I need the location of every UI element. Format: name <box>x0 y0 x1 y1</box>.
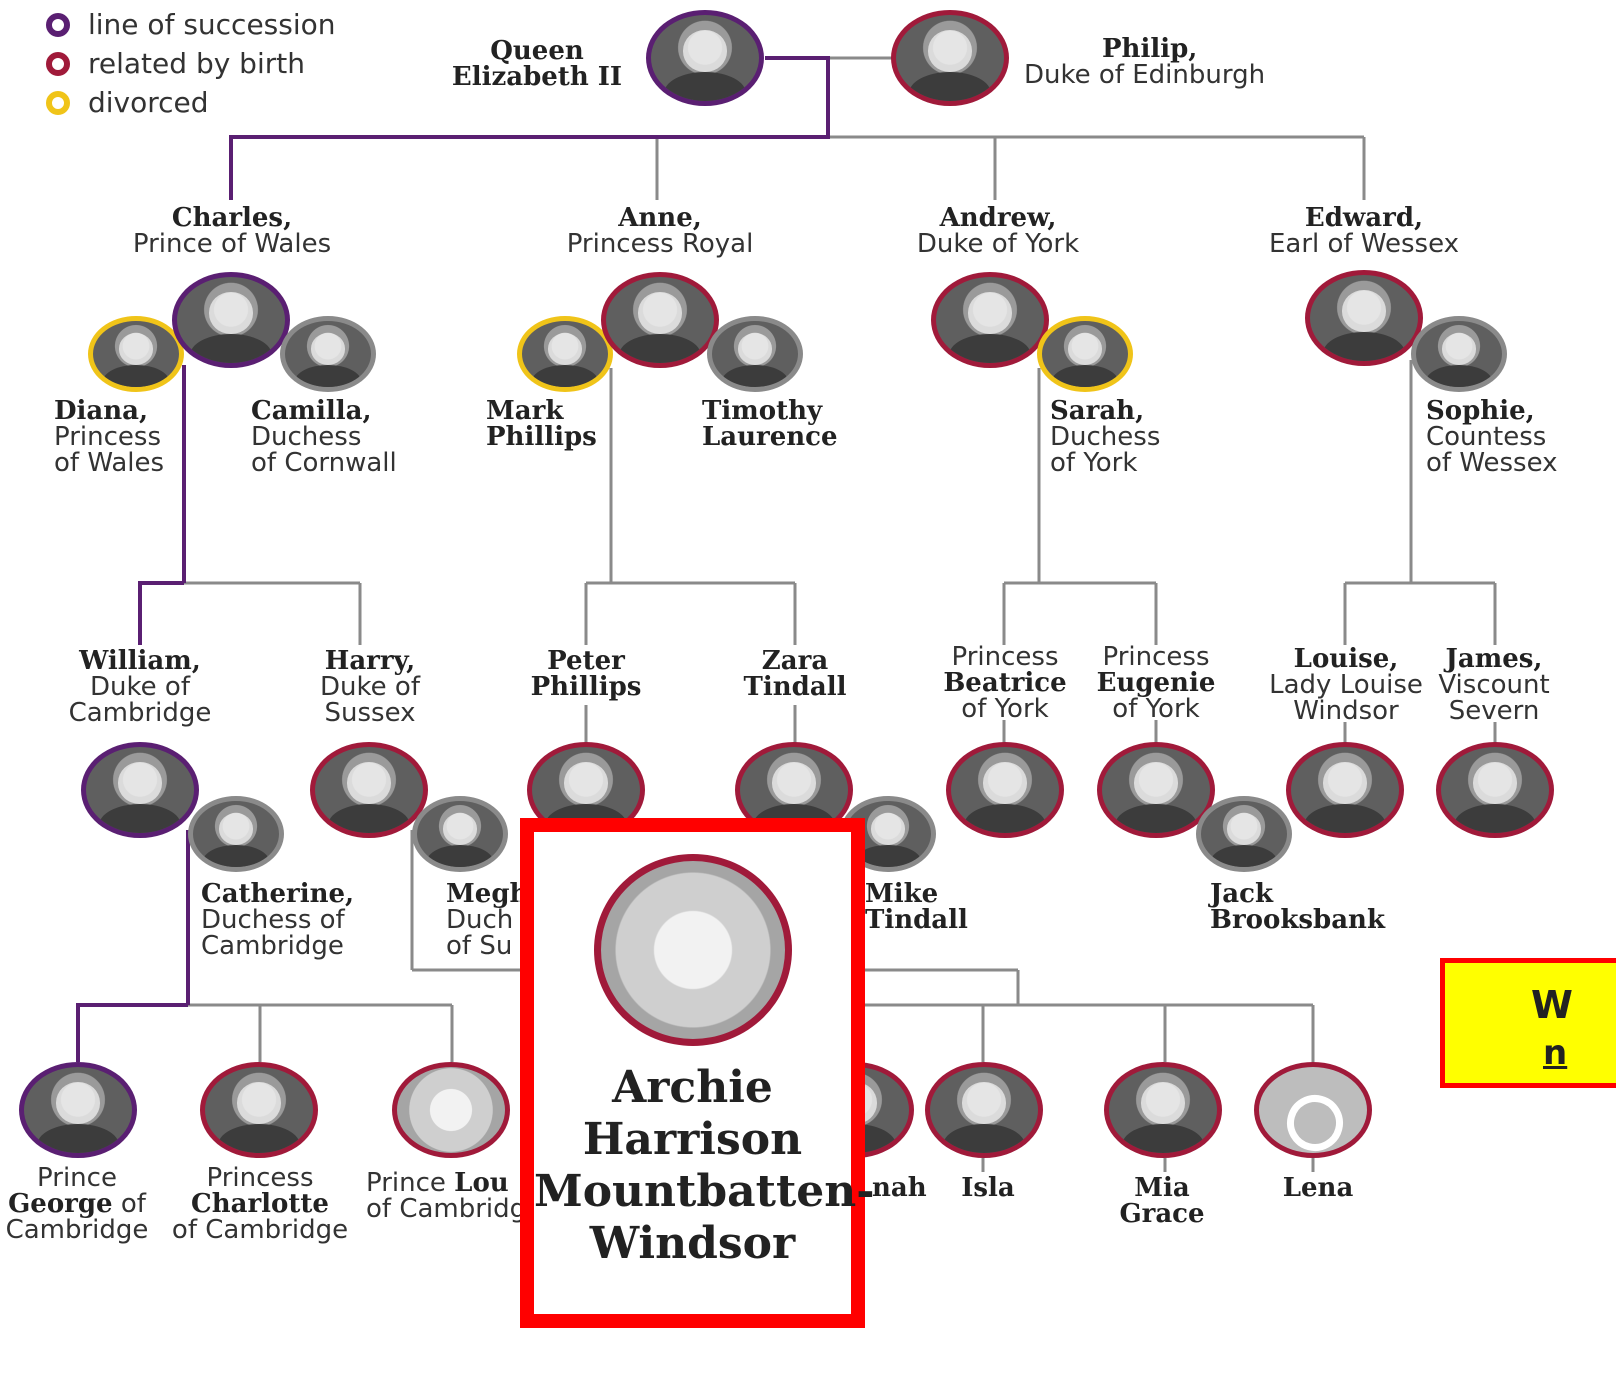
archie-name: Archie Harrison Mountbatten- Windsor <box>534 1062 875 1269</box>
mia-portrait <box>1104 1062 1222 1158</box>
sarah-portrait <box>1037 316 1133 392</box>
jack-portrait <box>1196 796 1292 872</box>
purple-ring-icon <box>46 12 70 37</box>
catherine-portrait <box>188 796 284 872</box>
queen-portrait <box>646 10 764 106</box>
beatrice-portrait <box>946 742 1064 838</box>
anne-portrait <box>601 272 719 368</box>
edward-name: Edward,Earl of Wessex <box>1268 203 1460 259</box>
pacifier-icon <box>1276 1084 1354 1153</box>
james-portrait <box>1436 742 1554 838</box>
lena-name: Lena <box>1282 1173 1354 1203</box>
anne-name: Anne,Princess Royal <box>566 203 754 259</box>
diana-portrait <box>88 316 184 392</box>
lena-portrait <box>1254 1062 1372 1158</box>
edward-portrait <box>1305 270 1423 366</box>
louis-portrait <box>392 1062 510 1158</box>
meghan-portrait <box>412 796 508 872</box>
philip-name: Philip,Duke of Edinburgh <box>1024 34 1266 90</box>
timothy-portrait <box>707 316 803 392</box>
harry-portrait <box>310 742 428 838</box>
george-portrait <box>19 1062 137 1158</box>
camilla-portrait <box>280 316 376 392</box>
red-ring-icon <box>46 51 70 76</box>
legend-item-related-by-birth: related by birth <box>46 47 305 80</box>
note-box: W n <box>1440 958 1616 1088</box>
isla-portrait <box>925 1062 1043 1158</box>
william-portrait <box>81 742 199 838</box>
charles-portrait <box>172 272 290 368</box>
archie-highlight-box: Archie Harrison Mountbatten- Windsor <box>520 818 875 1328</box>
philip-portrait <box>891 10 1009 106</box>
charlotte-portrait <box>200 1062 318 1158</box>
yellow-ring-icon <box>46 90 70 115</box>
eugenie-portrait <box>1097 742 1215 838</box>
louise-portrait <box>1286 742 1404 838</box>
legend-item-line-of-succession: line of succession <box>46 8 336 41</box>
andrew-portrait <box>931 272 1049 368</box>
legend-item-divorced: divorced <box>46 86 209 119</box>
archie-portrait <box>594 854 792 1046</box>
andrew-name: Andrew,Duke of York <box>916 203 1080 259</box>
isla-name: Isla <box>961 1173 1015 1203</box>
sophie-portrait <box>1411 316 1507 392</box>
savannah-name: nah <box>872 1173 927 1203</box>
charles-name: Charles,Prince of Wales <box>132 203 332 259</box>
mark-portrait <box>517 316 613 392</box>
